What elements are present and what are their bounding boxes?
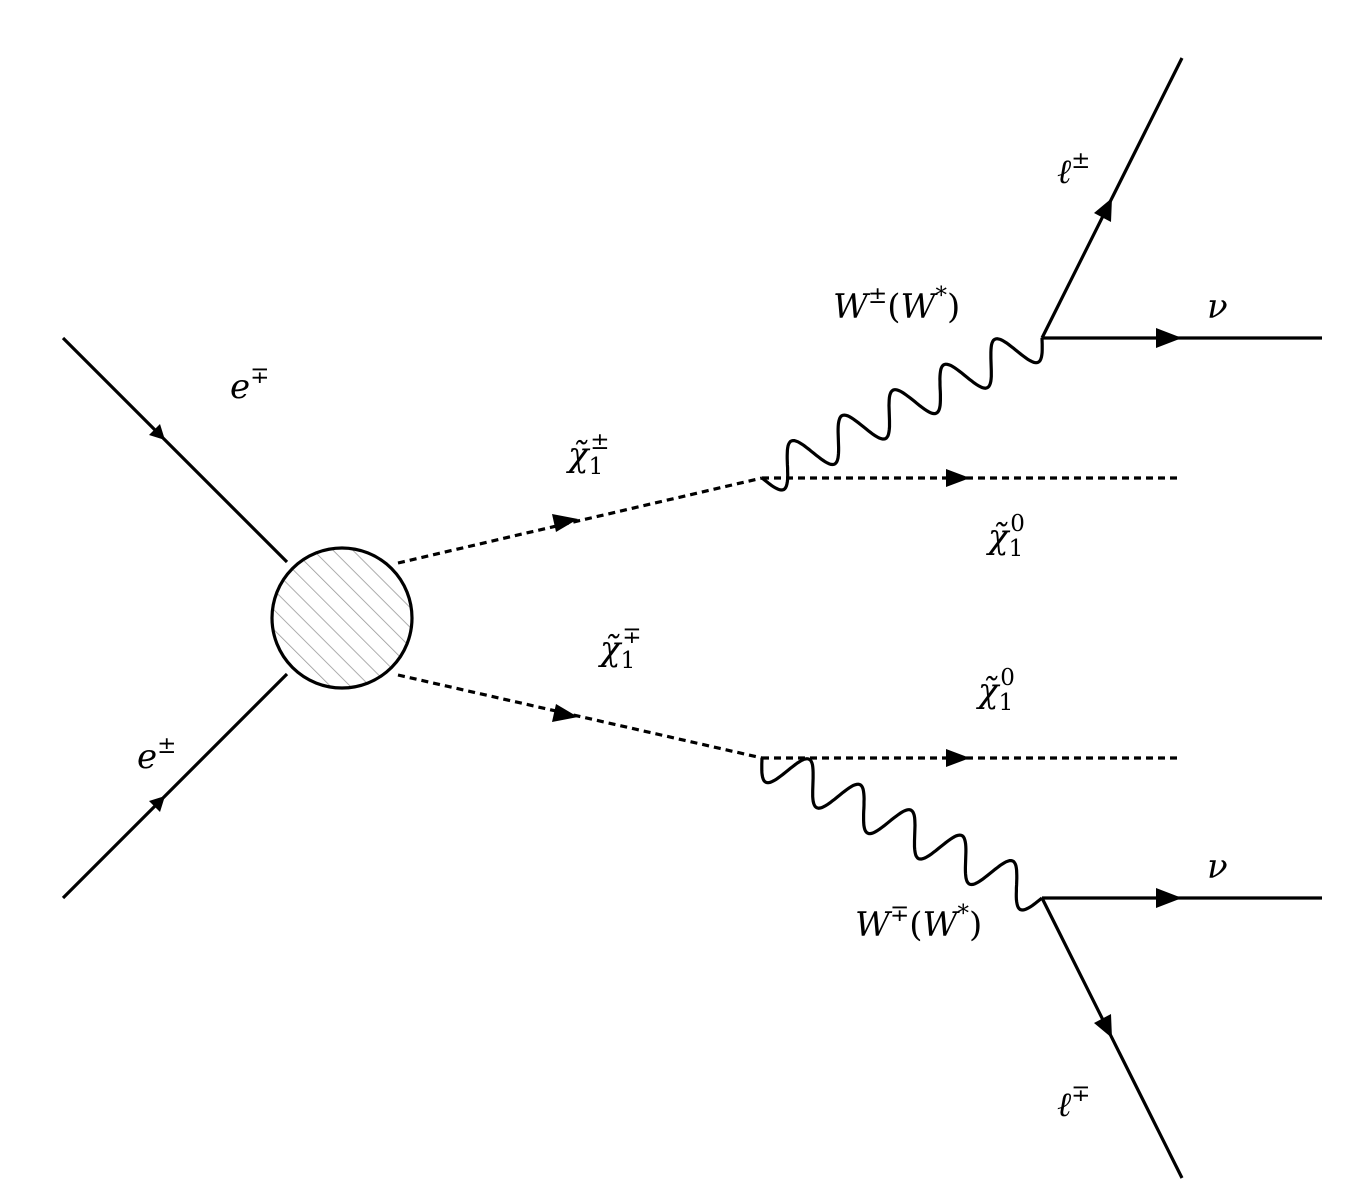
arrow-lepton-top [1094, 198, 1112, 222]
electron-line-bottom [61, 672, 289, 900]
label-lepton-top: ℓ± [1057, 148, 1090, 192]
electron-line-top [61, 336, 289, 564]
label-electron-bottom: e± [137, 733, 176, 777]
chargino-line-bottom [397, 673, 763, 760]
chargino-line-top [397, 476, 763, 565]
label-chargino-bottom: χ̃1∓ [598, 623, 642, 674]
label-neutrino-bottom: ν [1207, 847, 1228, 887]
label-chargino-top: χ̃1± [566, 429, 610, 480]
label-lepton-bottom: ℓ∓ [1057, 1081, 1090, 1125]
arrow-lepton-bottom [1094, 1014, 1112, 1038]
arrow-neutrino-top [1156, 328, 1182, 348]
label-neutralino-top: χ̃10 [986, 511, 1025, 562]
arrow-electron-bottom [149, 796, 165, 812]
arrow-neutrino-bottom [1156, 888, 1182, 908]
arrow-electron-top [149, 424, 165, 440]
arrow-chargino-bottom [552, 704, 578, 722]
w-boson-line-bottom [760, 757, 1043, 912]
interaction-blob [270, 546, 414, 690]
arrow-chargino-top [552, 514, 578, 532]
label-neutralino-bottom: χ̃10 [976, 665, 1015, 716]
label-w-bottom: W∓(W*) [855, 901, 982, 945]
label-electron-top: e∓ [230, 363, 269, 407]
w-boson-line-top [761, 337, 1044, 492]
arrow-neutralino-bottom [946, 749, 970, 767]
arrow-neutralino-top [946, 469, 970, 487]
label-neutrino-top: ν [1207, 287, 1228, 327]
label-w-top: W±(W*) [833, 283, 960, 327]
